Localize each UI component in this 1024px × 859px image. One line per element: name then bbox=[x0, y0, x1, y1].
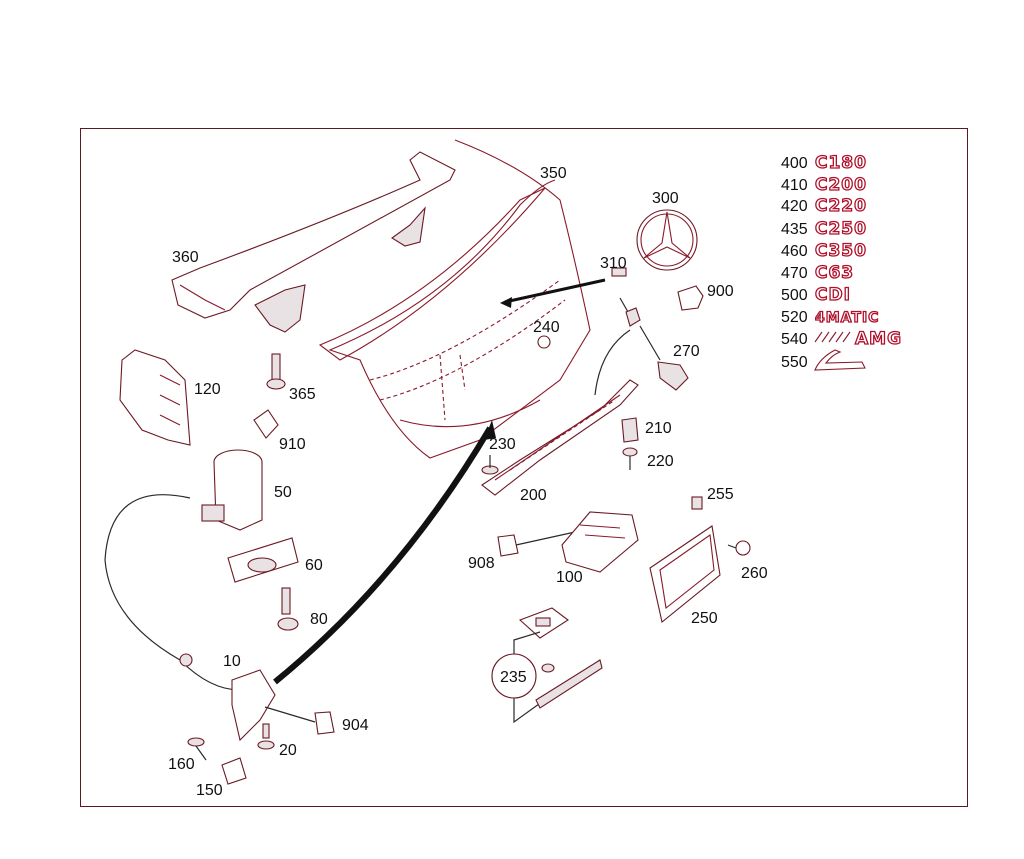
badge-number-520: 520 bbox=[781, 309, 808, 326]
badge-number-460: 460 bbox=[781, 243, 808, 260]
label-210: 210 bbox=[645, 420, 672, 437]
repair-kit-235 bbox=[491, 607, 603, 724]
leader-908 bbox=[515, 531, 576, 546]
camera-connector bbox=[594, 285, 704, 396]
label-200: 200 bbox=[520, 487, 547, 504]
label-50: 50 bbox=[274, 484, 292, 501]
label-365: 365 bbox=[289, 386, 316, 403]
label-235: 235 bbox=[500, 669, 527, 686]
badge-number-470: 470 bbox=[781, 265, 808, 282]
badge-c220: C220 bbox=[815, 196, 867, 216]
label-240: 240 bbox=[533, 319, 560, 336]
label-20: 20 bbox=[279, 742, 297, 759]
fitting-arrow-310 bbox=[504, 278, 606, 304]
badge-number-540: 540 bbox=[781, 331, 808, 348]
label-150: 150 bbox=[196, 782, 223, 799]
trunk-lid bbox=[318, 139, 591, 459]
leader-904 bbox=[264, 706, 316, 723]
screw-20 bbox=[257, 723, 275, 750]
latch-10 bbox=[231, 669, 276, 742]
callout-labels: 350 300 360 310 900 240 270 120 365 910 … bbox=[168, 165, 768, 799]
label-160: 160 bbox=[168, 756, 195, 773]
license-light-100 bbox=[561, 511, 639, 573]
badge-c200: C200 bbox=[815, 175, 867, 195]
badge-c250: C250 bbox=[815, 219, 867, 239]
label-60: 60 bbox=[305, 557, 323, 574]
lock-cylinder-50 bbox=[201, 449, 263, 531]
label-255: 255 bbox=[707, 486, 734, 503]
bracket-120 bbox=[119, 349, 191, 446]
label-120: 120 bbox=[194, 381, 221, 398]
connector-904 bbox=[314, 711, 335, 735]
badge-number-400: 400 bbox=[781, 155, 808, 172]
label-80: 80 bbox=[310, 611, 328, 628]
badge-number-410: 410 bbox=[781, 177, 808, 194]
badge-4matic: 4MATIC bbox=[815, 310, 879, 326]
label-220: 220 bbox=[647, 453, 674, 470]
label-10: 10 bbox=[223, 653, 241, 670]
release-cable bbox=[104, 494, 241, 691]
cover-150 bbox=[221, 757, 247, 785]
badge-list: 400 C180 410 C200 420 C220 435 C250 460 … bbox=[781, 152, 902, 371]
grommet-240 bbox=[537, 335, 551, 349]
clip-255 bbox=[691, 496, 703, 510]
clip-310 bbox=[611, 267, 627, 277]
badge-number-435: 435 bbox=[781, 221, 808, 238]
amg-stripes-icon bbox=[814, 331, 851, 343]
badge-number-420: 420 bbox=[781, 198, 808, 215]
label-300: 300 bbox=[652, 190, 679, 207]
label-230: 230 bbox=[489, 436, 516, 453]
badge-number-550: 550 bbox=[781, 354, 808, 371]
screw-260 bbox=[727, 540, 751, 556]
rear-spoiler bbox=[171, 151, 456, 333]
label-310: 310 bbox=[600, 255, 627, 272]
label-100: 100 bbox=[556, 569, 583, 586]
pin-160 bbox=[187, 737, 207, 761]
screw-230 bbox=[481, 455, 499, 475]
label-904: 904 bbox=[342, 717, 369, 734]
arrow-head-310 bbox=[500, 297, 512, 308]
grip-60 bbox=[227, 537, 299, 583]
label-260: 260 bbox=[741, 565, 768, 582]
designo-l-badge-icon bbox=[814, 349, 866, 371]
handle-strip bbox=[481, 379, 639, 496]
bolt-365 bbox=[266, 353, 286, 390]
badge-number-500: 500 bbox=[781, 287, 808, 304]
cable-ferrule bbox=[179, 653, 193, 667]
plug-910 bbox=[253, 409, 279, 439]
label-270: 270 bbox=[673, 343, 700, 360]
screw-220 bbox=[622, 447, 638, 470]
badge-amg: AMG bbox=[855, 329, 902, 349]
plug-908 bbox=[497, 534, 519, 557]
label-900: 900 bbox=[707, 283, 734, 300]
label-250: 250 bbox=[691, 610, 718, 627]
badge-c180: C180 bbox=[815, 153, 867, 173]
cable-arrow bbox=[273, 426, 493, 685]
badge-cdi: CDI bbox=[815, 285, 851, 305]
label-908: 908 bbox=[468, 555, 495, 572]
label-910: 910 bbox=[279, 436, 306, 453]
cable-arrow-head bbox=[484, 420, 496, 440]
badge-c63: C63 bbox=[815, 263, 854, 283]
bolt-80 bbox=[277, 587, 299, 631]
clip-210 bbox=[621, 417, 639, 443]
badge-c350: C350 bbox=[815, 241, 867, 261]
diagram-frame bbox=[80, 128, 968, 807]
label-350: 350 bbox=[540, 165, 567, 182]
label-360: 360 bbox=[172, 249, 199, 266]
plate-holder-250 bbox=[649, 525, 721, 623]
star-emblem bbox=[636, 209, 698, 271]
